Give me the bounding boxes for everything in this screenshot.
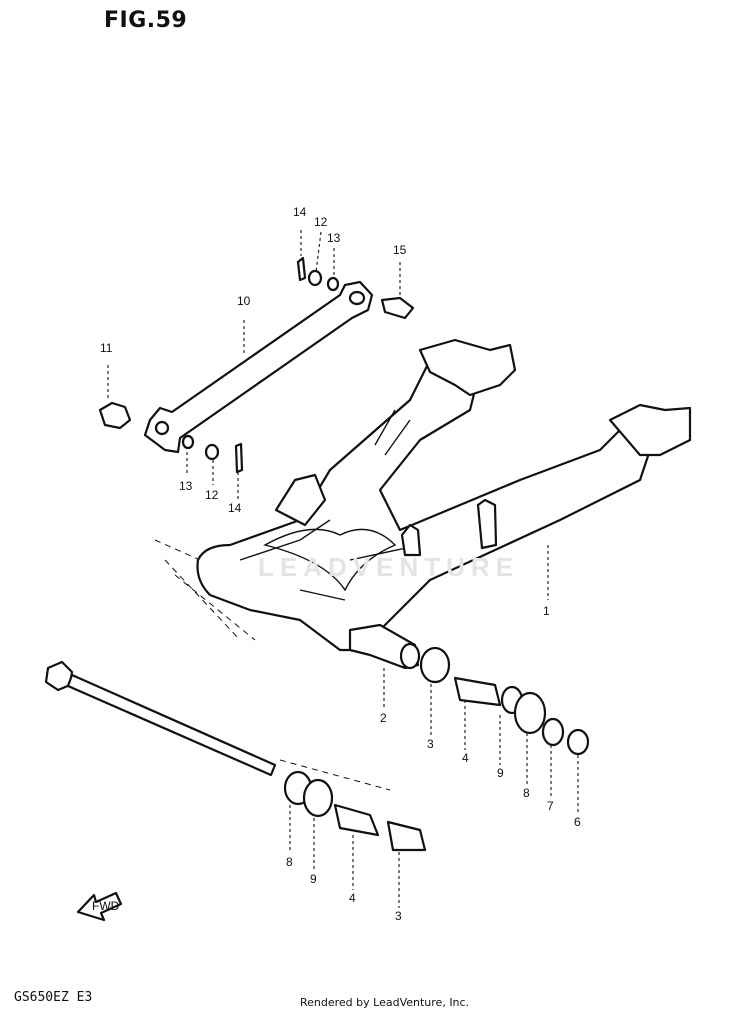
right-side-parts — [419, 646, 590, 756]
callout-7: 7 — [547, 799, 554, 813]
left-side-parts — [283, 770, 427, 852]
washer-13a — [326, 276, 340, 292]
model-code: GS650EZ E3 — [14, 990, 93, 1005]
fwd-arrow — [76, 891, 123, 922]
callout-14-bottom: 14 — [228, 501, 242, 515]
bearing-3a — [419, 646, 451, 684]
bearing-3b — [386, 820, 427, 852]
washer-9b — [302, 778, 334, 818]
callout-9: 9 — [497, 766, 504, 780]
callout-1: 1 — [543, 604, 550, 618]
callout-11: 11 — [100, 341, 113, 355]
cotter-pin-14a — [296, 256, 307, 282]
washer-7 — [541, 717, 565, 747]
callout-2: 2 — [380, 711, 387, 725]
callout-12-top: 12 — [314, 215, 328, 229]
callout-8: 8 — [523, 786, 530, 800]
rendered-by-credit: Rendered by LeadVenture, Inc. — [300, 996, 470, 1009]
callout-14-top: 14 — [293, 205, 307, 219]
washer-13b — [181, 434, 195, 450]
callout-10: 10 — [237, 294, 251, 308]
bolt-15 — [380, 296, 415, 320]
callout-12-bottom: 12 — [205, 488, 219, 502]
callout-6: 6 — [574, 815, 581, 829]
reference-line-lower — [279, 759, 391, 791]
leader-lines — [107, 230, 579, 908]
callout-9-lower: 9 — [310, 872, 317, 886]
cotter-pin-14b — [234, 442, 244, 474]
reference-lines — [154, 539, 256, 641]
nut-6 — [566, 728, 590, 756]
callout-4: 4 — [462, 751, 469, 765]
fwd-label: FWD — [92, 899, 120, 913]
spacer-4 — [453, 676, 502, 707]
nut-12b — [204, 443, 220, 461]
callout-15: 15 — [393, 243, 407, 257]
spacer-4b — [333, 803, 380, 837]
pivot-spacer — [348, 623, 421, 670]
callout-13-bottom: 13 — [179, 479, 193, 493]
callout-8-lower: 8 — [286, 855, 293, 869]
pivot-bolt — [44, 660, 277, 777]
figure-label: FIG.59 — [104, 8, 188, 33]
watermark: LEADVENTURE — [258, 552, 520, 582]
callout-4-lower: 4 — [349, 891, 356, 905]
callout-3: 3 — [427, 737, 434, 751]
seal-8 — [513, 691, 547, 735]
nut-12a — [307, 269, 323, 287]
callout-13-top: 13 — [327, 231, 341, 245]
torque-link — [98, 256, 415, 474]
bolt-11 — [98, 401, 132, 430]
callout-3-lower: 3 — [395, 909, 402, 923]
swingarm — [196, 338, 692, 652]
